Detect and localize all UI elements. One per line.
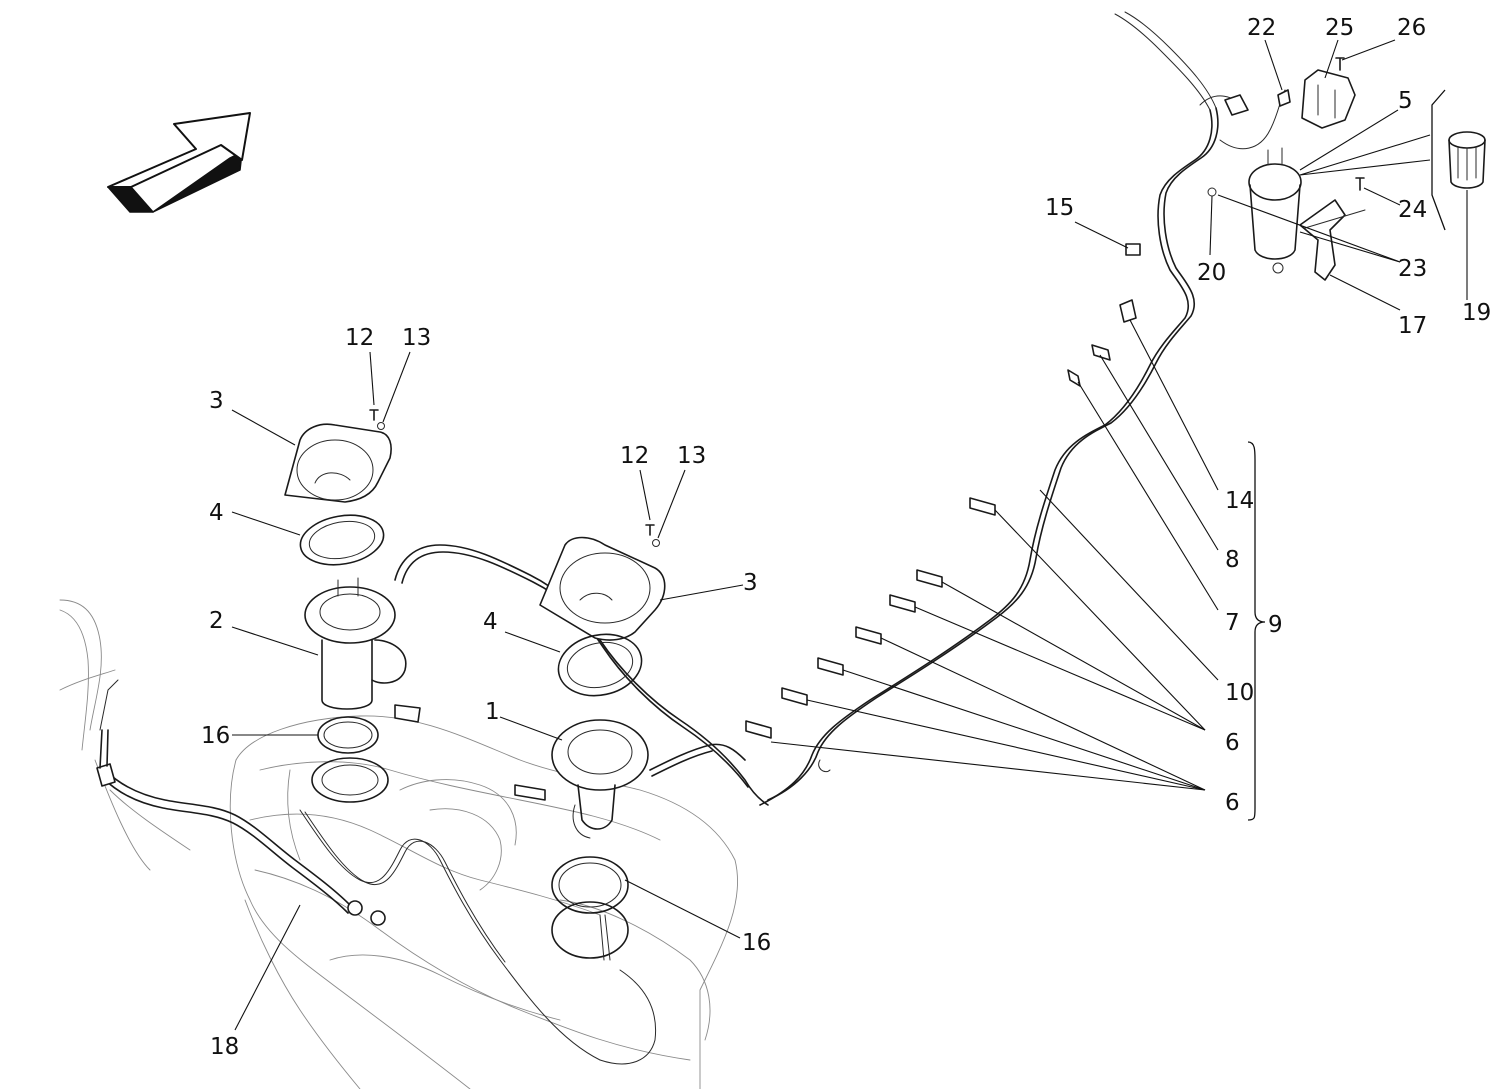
callout-5: 5 <box>1398 88 1413 114</box>
callout-1: 1 <box>485 699 500 725</box>
lid-cover-right <box>539 536 666 641</box>
seal-ring-16-left <box>317 716 379 754</box>
callout-6-lower: 6 <box>1225 790 1240 816</box>
fuel-pump-left <box>304 577 421 723</box>
filler-pipe-18 <box>96 679 386 926</box>
callout-17: 17 <box>1398 313 1427 339</box>
callout-16-right: 16 <box>742 930 771 956</box>
direction-arrow-icon <box>107 112 251 213</box>
callout-10: 10 <box>1225 680 1254 706</box>
leader-lines <box>231 39 1468 1031</box>
fuel-pump-right <box>514 719 649 839</box>
screw-12-right <box>645 524 660 547</box>
callout-3-left: 3 <box>209 388 224 414</box>
callout-14: 14 <box>1225 488 1254 514</box>
callout-25: 25 <box>1325 15 1354 41</box>
tank-opening-right <box>551 901 629 961</box>
callout-labels: 3 4 2 16 12 13 12 13 3 4 1 16 18 14 8 7 … <box>201 15 1491 1060</box>
callout-20: 20 <box>1197 260 1226 286</box>
callout-4-right: 4 <box>483 609 498 635</box>
lid-cover-left <box>284 423 392 503</box>
fuel-filter-5 <box>1248 147 1302 274</box>
bracket-17 <box>1299 199 1366 281</box>
screw-12-left <box>369 409 385 430</box>
callout-24: 24 <box>1398 197 1427 223</box>
callout-7: 7 <box>1225 610 1240 636</box>
filter-cartridge-19 <box>1448 131 1486 189</box>
bracket-22-connectors <box>1224 89 1291 116</box>
callout-4-left: 4 <box>209 500 224 526</box>
callout-22: 22 <box>1247 15 1276 41</box>
clamp-25 <box>1301 69 1356 129</box>
callout-9: 9 <box>1268 612 1283 638</box>
tank-opening-left <box>311 757 389 803</box>
seal-ring-right <box>557 633 643 697</box>
callout-8: 8 <box>1225 547 1240 573</box>
group-bracket-9 <box>1247 441 1266 821</box>
seal-ring-16-right <box>551 856 629 914</box>
tank-internal-lines <box>299 809 657 1065</box>
callout-19: 19 <box>1462 300 1491 326</box>
small-parts-7-8-14-15 <box>1067 243 1141 387</box>
callout-12-left: 12 <box>345 325 374 351</box>
callout-13-right: 13 <box>677 443 706 469</box>
seal-ring-left <box>299 514 385 566</box>
callout-26: 26 <box>1397 15 1426 41</box>
fuel-tank <box>59 599 739 1089</box>
callout-6-upper: 6 <box>1225 730 1240 756</box>
callout-18: 18 <box>210 1034 239 1060</box>
callout-16-left: 16 <box>201 723 230 749</box>
callout-12-right: 12 <box>620 443 649 469</box>
callout-23: 23 <box>1398 256 1427 282</box>
callout-15: 15 <box>1045 195 1074 221</box>
callout-3-right: 3 <box>743 570 758 596</box>
clips-6 <box>745 497 996 739</box>
callout-2: 2 <box>209 608 224 634</box>
fuel-line-main <box>759 11 1286 806</box>
callout-13-left: 13 <box>402 325 431 351</box>
